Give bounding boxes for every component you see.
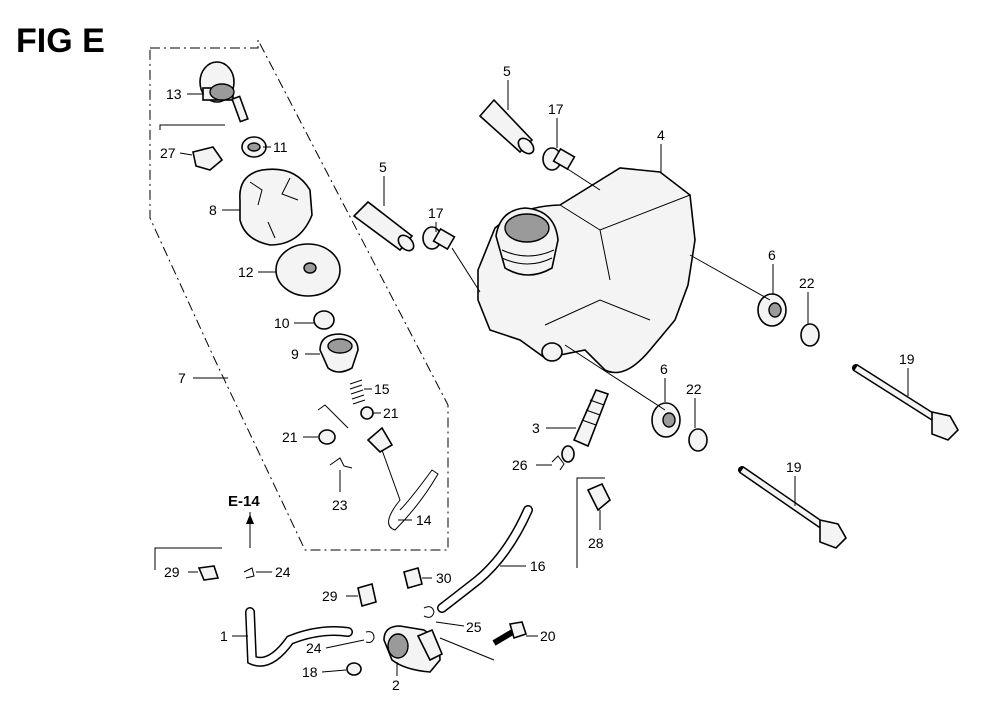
callout-16: 16 <box>530 558 546 574</box>
callout-10: 10 <box>274 315 290 331</box>
callout-17a: 17 <box>548 101 564 117</box>
clip-30 <box>403 567 423 589</box>
callout-13: 13 <box>166 86 182 102</box>
washer-18 <box>346 662 362 676</box>
callout-21a: 21 <box>383 405 399 421</box>
clip-28 <box>586 482 611 512</box>
callout-labels: 13 11 27 8 12 10 9 15 21 21 23 14 7 5 17… <box>160 63 915 693</box>
fuel-tube-1 <box>245 607 353 667</box>
bolt-19b <box>738 466 847 549</box>
leader-tank-left <box>451 247 481 293</box>
callout-4: 4 <box>657 127 665 143</box>
fuel-filter-3 <box>561 389 610 463</box>
callout-17b: 17 <box>428 205 444 221</box>
clip-29b <box>357 582 377 608</box>
figure-title: FIG E <box>16 22 105 60</box>
callout-2: 2 <box>392 677 400 693</box>
callout-14: 14 <box>416 512 432 528</box>
grommet-6a <box>757 293 787 327</box>
callout-5b: 5 <box>379 159 387 175</box>
clip-26 <box>551 455 565 471</box>
bracket-21 <box>317 404 349 429</box>
callout-11: 11 <box>273 139 288 155</box>
callout-9: 9 <box>291 346 299 362</box>
pad-27 <box>192 146 224 171</box>
collar-17b <box>422 226 456 251</box>
callout-3: 3 <box>532 420 540 436</box>
callout-6a: 6 <box>768 247 776 263</box>
washer-22a <box>800 323 820 347</box>
leader-valve-screw <box>439 637 495 661</box>
fuel-hose-16 <box>437 505 533 613</box>
reference-label: E-14 <box>228 493 260 510</box>
washer-21a <box>360 406 374 420</box>
callout-27: 27 <box>160 145 176 161</box>
washer-11 <box>241 136 267 158</box>
reference-arrow-head <box>246 514 254 524</box>
bolt-19a <box>852 364 959 441</box>
gasket-12 <box>275 243 341 297</box>
screw-20 <box>492 621 528 646</box>
callout-26: 26 <box>512 457 528 473</box>
fuel-valve-2 <box>383 625 444 673</box>
sleeve-5b <box>352 200 415 252</box>
callout-19b: 19 <box>786 459 802 475</box>
callout-29b: 29 <box>322 588 338 604</box>
callout-23: 23 <box>332 497 348 513</box>
callout-1: 1 <box>220 628 228 644</box>
callout-12: 12 <box>238 264 254 280</box>
callout-8: 8 <box>209 202 217 218</box>
fuel-cap-key <box>199 61 249 123</box>
clip-23 <box>329 457 353 469</box>
clip-25 <box>423 606 435 618</box>
callout-30: 30 <box>436 570 452 586</box>
callout-5a: 5 <box>503 63 511 79</box>
callout-28: 28 <box>588 535 604 551</box>
callout-7: 7 <box>178 370 186 386</box>
collar-10 <box>313 310 335 330</box>
callout-22b: 22 <box>686 381 702 397</box>
leader-tank-right-upper <box>689 254 771 301</box>
bracket-28 <box>576 477 605 568</box>
sleeve-5a <box>478 98 535 155</box>
leader-tank-right-lower <box>564 344 666 411</box>
washer-21b <box>318 429 336 445</box>
clip-24a <box>243 567 255 579</box>
clip-24b <box>365 631 375 643</box>
callout-24b: 24 <box>306 640 322 656</box>
callout-21b: 21 <box>282 429 298 445</box>
washer-22b <box>688 428 708 452</box>
callout-24a: 24 <box>275 564 291 580</box>
collar-17a <box>542 147 576 171</box>
callout-6b: 6 <box>660 361 668 377</box>
callout-29a: 29 <box>164 564 180 580</box>
assembly-7-boundary <box>149 39 449 551</box>
fuel-tank-cap <box>239 168 313 246</box>
fuel-tank <box>477 167 696 374</box>
callout-19a: 19 <box>899 351 915 367</box>
callout-18: 18 <box>302 664 318 680</box>
callout-20: 20 <box>540 628 556 644</box>
callout-15: 15 <box>374 381 390 397</box>
bracket-27 <box>159 124 225 130</box>
grommet-6b <box>651 402 681 438</box>
callout-22a: 22 <box>799 275 815 291</box>
callout-25: 25 <box>466 619 482 635</box>
cup-9 <box>319 333 359 373</box>
spring-15 <box>349 379 366 405</box>
bracket-29a <box>154 547 222 570</box>
callout-leaders <box>179 80 909 676</box>
leader-tank-top <box>565 167 601 191</box>
clip-29a <box>197 565 220 581</box>
strap-14 <box>366 426 439 531</box>
